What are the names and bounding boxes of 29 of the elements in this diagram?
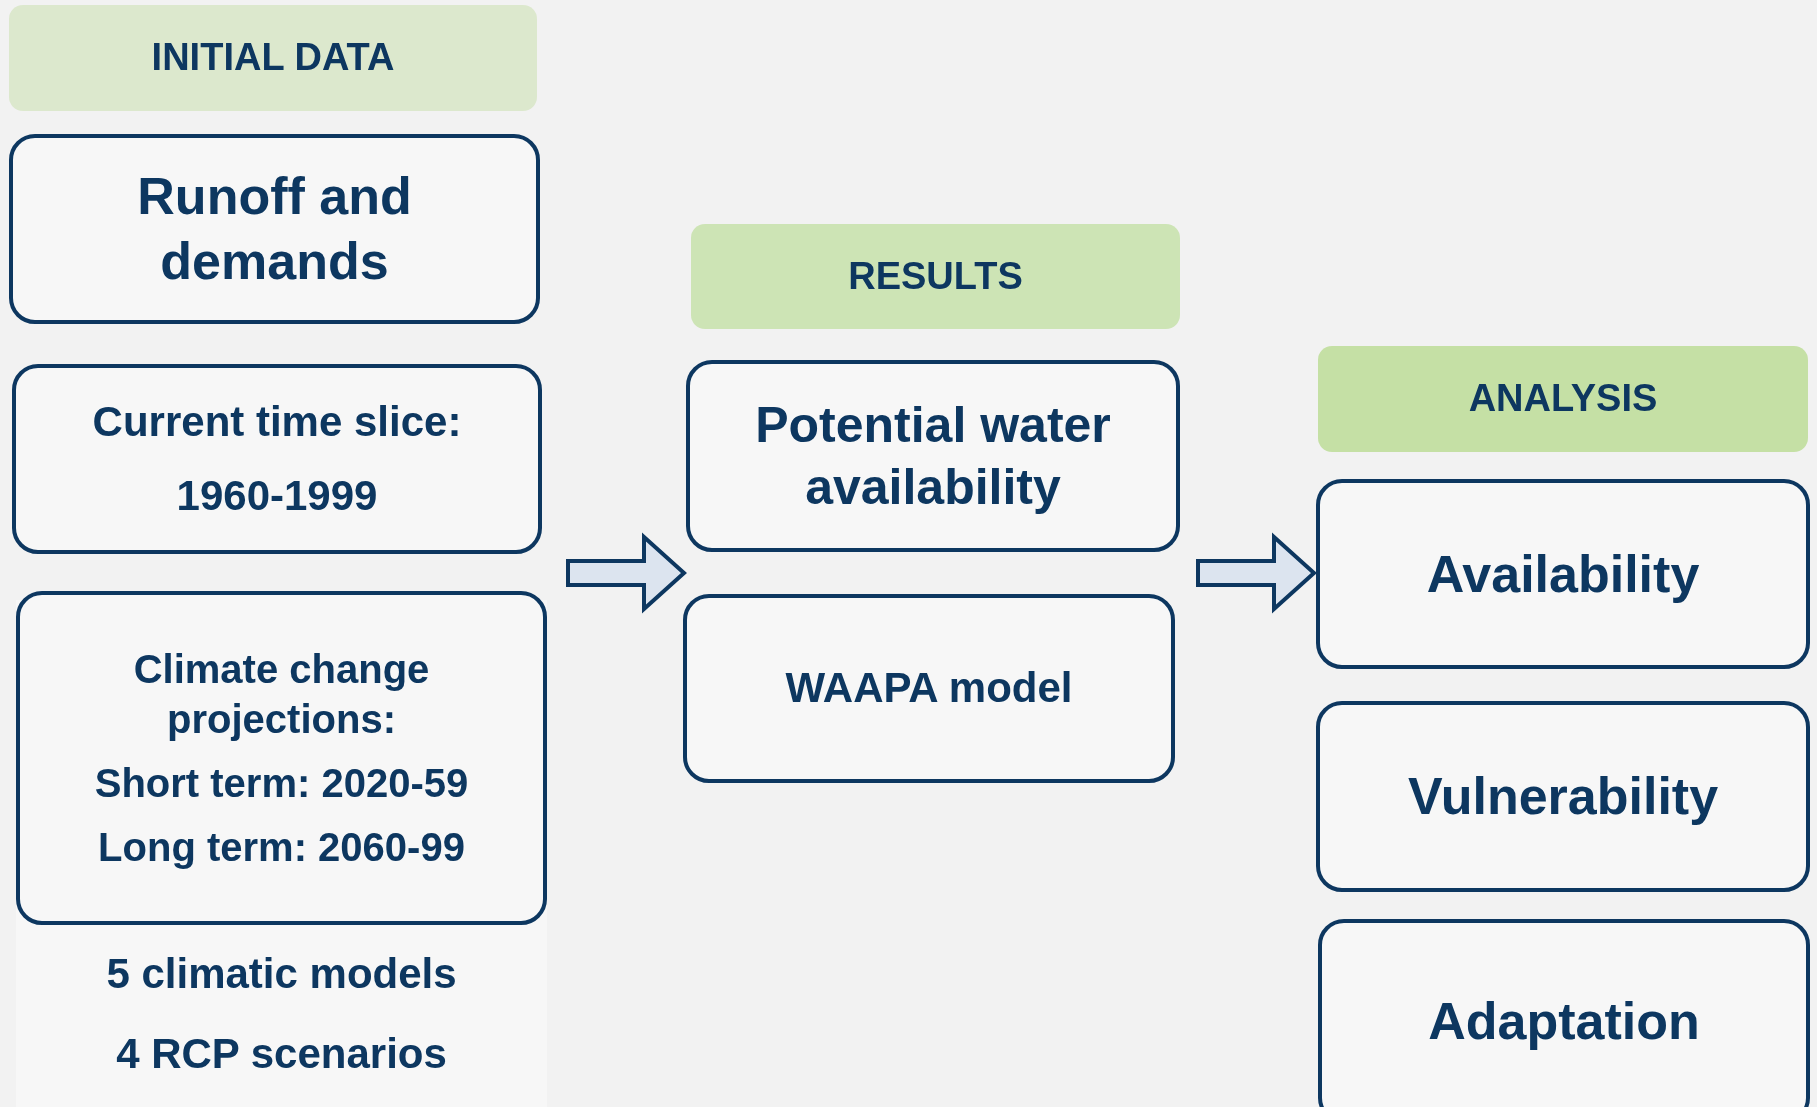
box-text: Vulnerability	[1406, 766, 1720, 827]
header-text: RESULTS	[847, 253, 1024, 299]
block-arrow	[1196, 532, 1317, 614]
note-text: 4 RCP scenarios	[115, 1030, 448, 1078]
note-text: 5 climatic models	[105, 950, 458, 998]
process-box	[12, 364, 542, 554]
box-text: Climate change projections:	[132, 646, 431, 743]
header-text: ANALYSIS	[1467, 376, 1659, 422]
section-header	[9, 5, 537, 111]
process-box	[9, 134, 540, 324]
block-arrow	[566, 532, 687, 614]
process-box	[1316, 479, 1810, 669]
header-text: INITIAL DATA	[150, 35, 396, 81]
box-text: Long term: 2060-99	[97, 824, 466, 871]
process-box	[1316, 701, 1810, 892]
section-header	[1318, 346, 1808, 452]
box-text: WAAPA model	[784, 663, 1074, 714]
box-text: Short term: 2020-59	[93, 760, 470, 807]
process-box	[16, 591, 547, 925]
box-text: 1960-1999	[175, 471, 379, 521]
box-text: Adaptation	[1427, 991, 1701, 1052]
process-box	[1318, 919, 1810, 1107]
box-text: Potential water availability	[754, 395, 1112, 517]
box-text: Runoff and demands	[136, 166, 413, 292]
section-header	[691, 224, 1180, 329]
process-box	[683, 594, 1175, 783]
box-text: Current time slice:	[91, 396, 463, 447]
process-box	[686, 360, 1180, 552]
box-text: Availability	[1425, 543, 1701, 605]
